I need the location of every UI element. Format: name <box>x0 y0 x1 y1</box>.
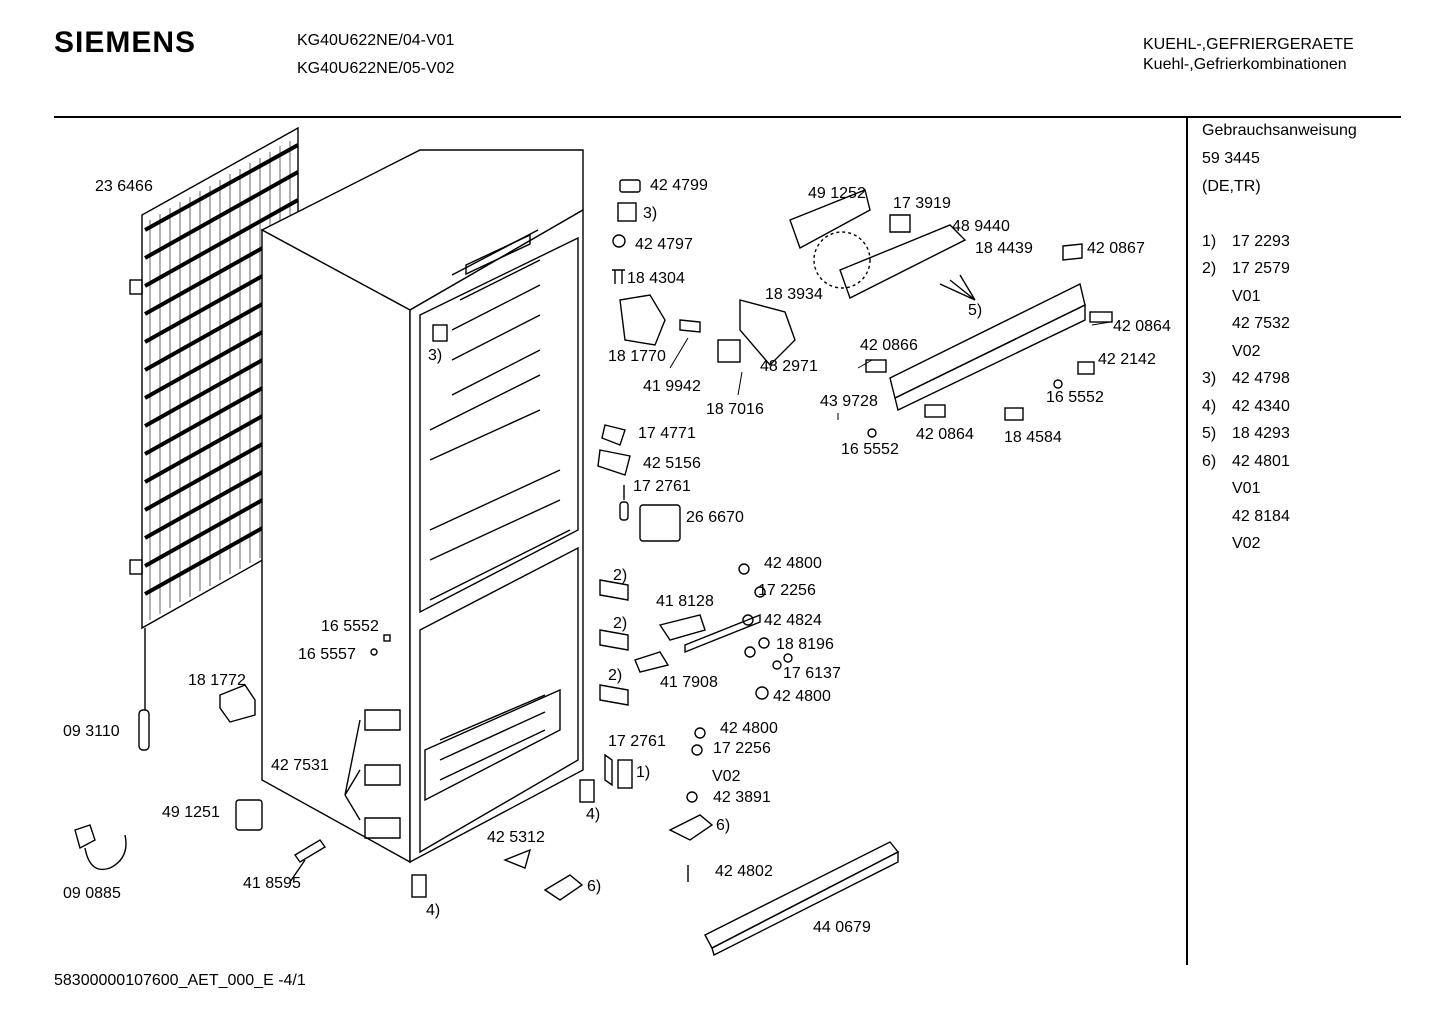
part-label: 42 4799 <box>650 177 708 194</box>
footnote-ref: 2) <box>608 667 623 684</box>
category-line-2: Kuehl-,Gefrierkombinationen <box>1143 56 1347 73</box>
footnote-ref: 5) <box>968 302 983 319</box>
part-label: 42 5312 <box>487 829 545 846</box>
footnote-ref: 3) <box>428 347 443 364</box>
part-label: 18 8196 <box>776 636 834 653</box>
document-code: 58300000107600_AET_000_E -4/1 <box>54 972 306 989</box>
part-label: 42 3891 <box>713 789 771 806</box>
part-label: 48 2971 <box>760 358 818 375</box>
note-key: 4) <box>1202 398 1217 415</box>
part-label: 41 9942 <box>643 378 701 395</box>
part-label: 42 4800 <box>773 688 831 705</box>
sidebar-languages: (DE,TR) <box>1202 178 1261 195</box>
note-key: 5) <box>1202 425 1217 442</box>
part-label: 17 2256 <box>758 582 816 599</box>
control-parts <box>612 179 1113 438</box>
footnote-ref: 2) <box>613 567 628 584</box>
footnote-ref: 1) <box>636 764 651 781</box>
part-label: 42 0867 <box>1087 240 1145 257</box>
part-label: 49 1251 <box>162 804 220 821</box>
part-label: 17 2761 <box>608 733 666 750</box>
part-label: 18 1770 <box>608 348 666 365</box>
part-label: 17 2256 <box>713 740 771 757</box>
part-label: 41 8128 <box>656 593 714 610</box>
part-label: 17 2761 <box>633 478 691 495</box>
condenser-coil <box>129 126 299 751</box>
part-label: 42 5156 <box>643 455 701 472</box>
category-line-1: KUEHL-,GEFRIERGERAETE <box>1143 36 1354 53</box>
brand-logo: SIEMENS <box>54 26 197 59</box>
part-label: 48 9440 <box>952 218 1010 235</box>
header-divider <box>54 116 1401 118</box>
footnote-ref: 6) <box>716 817 731 834</box>
variant-label: V02 <box>712 768 741 785</box>
note-value: 42 4340 <box>1232 398 1290 415</box>
part-label: 42 4800 <box>764 555 822 572</box>
part-label: 18 4439 <box>975 240 1033 257</box>
part-label: 42 0864 <box>1113 318 1171 335</box>
part-label: 42 4802 <box>715 863 773 880</box>
note-value: 42 7532 <box>1232 315 1290 332</box>
fitting-parts <box>370 424 793 901</box>
part-label: 18 7016 <box>706 401 764 418</box>
part-label: 16 5552 <box>841 441 899 458</box>
part-label: 49 1252 <box>808 185 866 202</box>
part-label: 41 8595 <box>243 875 301 892</box>
footnote-ref: 3) <box>643 205 658 222</box>
note-key: 1) <box>1202 233 1217 250</box>
note-value: 17 2293 <box>1232 233 1290 250</box>
part-label: 18 4584 <box>1004 429 1062 446</box>
part-label: 42 0864 <box>916 426 974 443</box>
note-value: V02 <box>1232 535 1261 552</box>
note-value: V01 <box>1232 480 1261 497</box>
note-value: 18 4293 <box>1232 425 1290 442</box>
note-value: V01 <box>1232 288 1261 305</box>
sidebar-manual-number: 59 3445 <box>1202 150 1260 167</box>
part-label: 09 3110 <box>63 723 120 740</box>
footnote-ref: 6) <box>587 878 602 895</box>
part-label: 17 4771 <box>638 425 696 442</box>
note-value: 42 4798 <box>1232 370 1290 387</box>
lower-left-parts <box>74 684 327 883</box>
sidebar-title: Gebrauchsanweisung <box>1202 122 1357 139</box>
part-label: 44 0679 <box>813 919 871 936</box>
part-label: 42 2142 <box>1098 351 1156 368</box>
part-label: 16 5557 <box>298 646 356 663</box>
drawer-handle <box>704 841 900 957</box>
part-label: 42 7531 <box>271 757 329 774</box>
part-label: 42 4824 <box>764 612 822 629</box>
note-key: 3) <box>1202 370 1217 387</box>
note-key: 2) <box>1202 260 1217 277</box>
sidebar-divider <box>1186 117 1188 965</box>
part-label: 18 3934 <box>765 286 823 303</box>
cabinet-body <box>260 149 584 864</box>
note-value: 17 2579 <box>1232 260 1290 277</box>
part-label: 16 5552 <box>321 618 379 635</box>
footnote-ref: 4) <box>426 902 441 919</box>
part-label: 18 4304 <box>627 270 685 287</box>
part-label: 17 3919 <box>893 195 951 212</box>
part-label: 23 6466 <box>95 178 153 195</box>
note-key: 6) <box>1202 453 1217 470</box>
note-value: 42 4801 <box>1232 453 1290 470</box>
part-label: 42 4800 <box>720 720 778 737</box>
part-label: 42 0866 <box>860 337 918 354</box>
note-value: V02 <box>1232 343 1261 360</box>
model-line-2: KG40U622NE/05-V02 <box>297 60 455 77</box>
part-label: 09 0885 <box>63 885 121 902</box>
part-label: 41 7908 <box>660 674 718 691</box>
note-value: 42 8184 <box>1232 508 1290 525</box>
leader-lines <box>669 321 1111 420</box>
part-label: 18 1772 <box>188 672 246 689</box>
footnote-ref: 2) <box>613 615 628 632</box>
footnote-ref: 4) <box>586 806 601 823</box>
model-line-1: KG40U622NE/04-V01 <box>297 32 455 49</box>
part-label: 16 5552 <box>1046 389 1104 406</box>
part-label: 17 6137 <box>783 665 841 682</box>
part-label: 42 4797 <box>635 236 693 253</box>
part-label: 26 6670 <box>686 509 744 526</box>
part-label: 43 9728 <box>820 393 878 410</box>
